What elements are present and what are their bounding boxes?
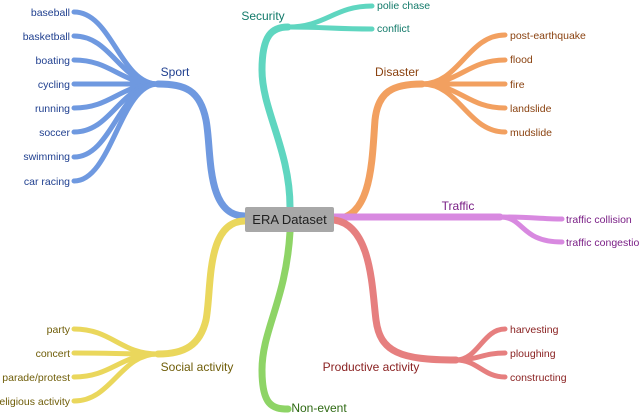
leaf-landslide: landslide (510, 103, 552, 115)
leaf-fire: fire (510, 79, 525, 91)
leaf-traffic-congestion: traffic congestion (566, 237, 640, 249)
leaf-religious-activity: religious activity (0, 396, 71, 408)
leaf-running: running (35, 103, 70, 115)
leaf-swimming: swimming (23, 151, 70, 163)
category-label-security: Security (241, 9, 284, 23)
branch-security (258, 23, 294, 211)
twig-security-1 (285, 24, 375, 32)
leaf-boating: boating (36, 55, 71, 67)
leaf-baseball: baseball (31, 7, 70, 19)
twig-security-0 (285, 3, 375, 30)
root-node[interactable]: ERA Dataset (245, 207, 334, 232)
category-label-sport: Sport (161, 65, 190, 79)
leaf-concert: concert (36, 348, 71, 360)
twig-productive-activity-2 (453, 357, 508, 380)
leaf-soccer: soccer (39, 127, 70, 139)
branch-social-activity (154, 217, 249, 358)
branch-lines (71, 3, 565, 413)
root-node-box (245, 207, 334, 232)
leaf-cycling: cycling (38, 79, 70, 91)
leaf-traffic-collision: traffic collision (566, 214, 632, 226)
leaf-polie-chase: polie chase (377, 0, 430, 12)
twig-sport-7 (71, 81, 161, 184)
twig-social-activity-0 (71, 326, 161, 357)
leaf-ploughing: ploughing (510, 348, 556, 360)
twig-social-activity-3 (71, 351, 161, 404)
leaf-car-racing: car racing (24, 176, 70, 188)
category-label-productive-activity: Productive activity (323, 360, 420, 374)
leaf-party: party (47, 324, 71, 336)
branch-productive-activity (330, 216, 460, 364)
category-label-disaster: Disaster (375, 65, 419, 79)
branch-disaster (330, 80, 426, 223)
category-label-traffic: Traffic (442, 199, 475, 213)
leaf-conflict: conflict (377, 23, 410, 35)
category-label-non-event: Non-event (291, 401, 347, 415)
leaf-flood: flood (510, 54, 533, 66)
root-label: ERA Dataset (252, 212, 327, 227)
leaf-basketball: basketball (23, 31, 70, 43)
leaf-harvesting: harvesting (510, 324, 559, 336)
category-label-social-activity: Social activity (161, 360, 234, 374)
leaf-mudslide: mudslide (510, 127, 552, 139)
leaf-parade-protest: parade/protest (2, 372, 70, 384)
branch-non-event (258, 228, 294, 413)
twig-traffic-1 (497, 214, 565, 245)
branch-sport (154, 80, 249, 220)
twig-disaster-4 (419, 81, 508, 135)
leaf-constructing: constructing (510, 372, 567, 384)
leaf-post-earthquake: post-earthquake (510, 30, 586, 42)
